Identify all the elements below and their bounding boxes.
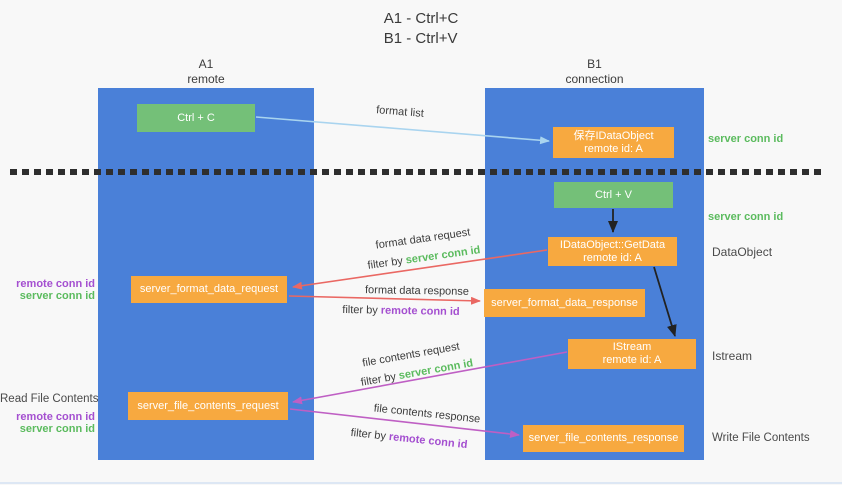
- annotation-server-conn-id-format: server conn id: [19, 290, 95, 302]
- node-idataobject-getdata-line2: remote id: A: [583, 251, 642, 264]
- arrow-label-file-contents-response: file contents response: [373, 402, 481, 426]
- node-server-file-contents-request-label: server_file_contents_request: [137, 399, 279, 412]
- node-server-file-contents-request: server_file_contents_request: [128, 392, 288, 420]
- diagram-title: A1 - Ctrl+C B1 - Ctrl+V: [0, 9, 842, 49]
- node-istream-line2: remote id: A: [602, 354, 662, 366]
- node-save-idataobject-line2: remote id: A: [584, 142, 643, 155]
- title-line-b1: B1 - Ctrl+V: [383, 30, 458, 47]
- annotation-remote-conn-id-file: remote conn id: [16, 411, 95, 423]
- node-server-format-data-request-label: server_format_data_request: [139, 283, 279, 295]
- node-ctrl-v: Ctrl + V: [554, 182, 673, 208]
- filter-by-text: filter by: [342, 303, 378, 317]
- node-server-format-data-request: server_format_data_request: [131, 276, 287, 303]
- filter-by-text: filter by: [366, 255, 404, 272]
- node-server-format-data-response-label: server_format_data_response: [491, 296, 638, 309]
- node-ctrl-c: Ctrl + C: [137, 104, 255, 132]
- node-ctrl-c-label: Ctrl + C: [177, 111, 215, 124]
- dashed-separator: [10, 169, 824, 175]
- right-column-header: B1 connection: [485, 57, 704, 87]
- annotation-server-conn-id-mid: server conn id: [708, 211, 784, 223]
- left-column-name: A1: [198, 57, 214, 71]
- bottom-edge-line: [0, 482, 842, 484]
- title-line-a1: A1 - Ctrl+C: [383, 10, 459, 27]
- annotation-remote-conn-id-format: remote conn id: [16, 278, 95, 290]
- node-istream: IStream remote id: A: [568, 339, 696, 369]
- node-idataobject-getdata: IDataObject::GetData remote id: A: [548, 237, 677, 266]
- annotation-write-file-contents: Write File Contents: [712, 432, 810, 444]
- node-server-file-contents-response-label: server_file_contents_response: [528, 432, 679, 444]
- filter-server-conn-id: server conn id: [404, 244, 482, 267]
- node-server-file-contents-response: server_file_contents_response: [523, 425, 684, 452]
- filter-by-text: filter by: [350, 426, 387, 443]
- filter-remote-conn-id: remote conn id: [388, 430, 468, 452]
- node-server-format-data-response: server_format_data_response: [484, 289, 645, 317]
- node-istream-line1: IStream: [612, 341, 652, 353]
- node-ctrl-v-label: Ctrl + V: [595, 188, 632, 201]
- annotation-istream: Istream: [712, 349, 753, 363]
- node-save-idataobject-line1: 保存IDataObject: [573, 129, 654, 142]
- right-column-name: B1: [587, 57, 602, 71]
- annotation-read-file-contents: Read File Contents: [0, 393, 99, 405]
- node-save-idataobject: 保存IDataObject remote id: A: [553, 127, 674, 158]
- node-idataobject-getdata-line1: IDataObject::GetData: [559, 238, 666, 251]
- annotation-server-conn-id-top: server conn id: [708, 133, 784, 145]
- arrow-label-format-data-response: format data response: [364, 284, 470, 298]
- filter-remote-conn-id: remote conn id: [380, 304, 460, 319]
- annotation-server-conn-id-file: server conn id: [19, 423, 95, 435]
- filter-by-text: filter by: [359, 370, 397, 389]
- arrow-label-format-list: format list: [375, 104, 425, 120]
- left-column-role: remote: [187, 72, 225, 86]
- annotation-dataobject: DataObject: [712, 245, 773, 259]
- left-column-header: A1 remote: [98, 57, 314, 87]
- right-column-role: connection: [565, 72, 624, 86]
